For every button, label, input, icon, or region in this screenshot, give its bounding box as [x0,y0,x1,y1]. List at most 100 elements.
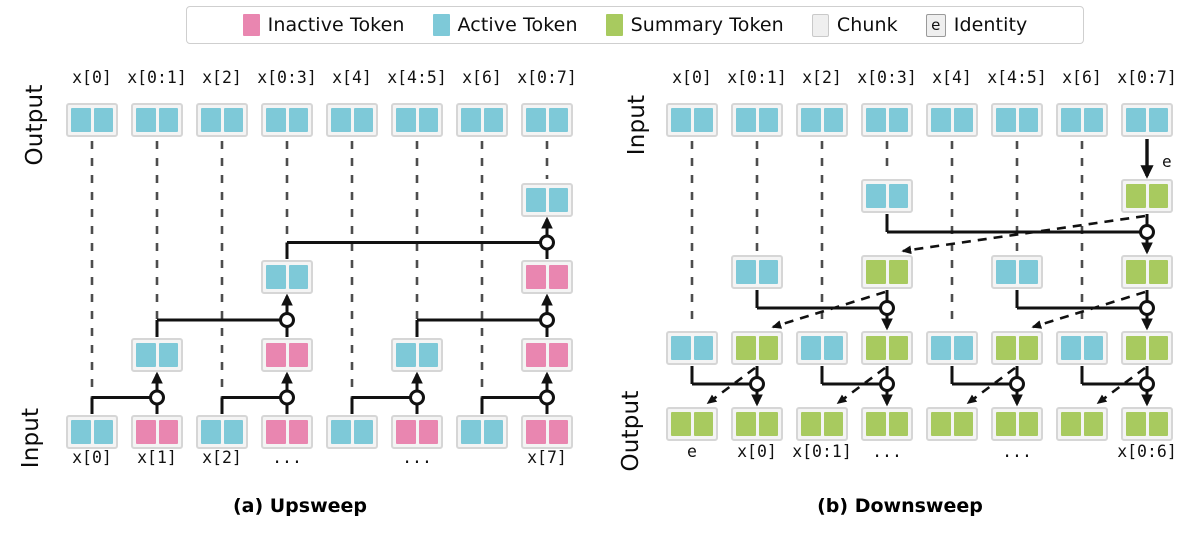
chunk-output-row-col0 [666,407,718,441]
legend-item-summary-token: Summary Token [592,14,798,36]
chunk-level-1-row-col3 [261,338,313,372]
chunk-input-row-col4 [926,103,978,137]
token-active [266,108,286,132]
chunk-output-row-col1 [731,407,783,441]
chunk-output-row-col3 [261,103,313,137]
token-active [1018,260,1038,284]
chunk-output-row-col3 [861,407,913,441]
token-summary [996,412,1016,436]
column-label-top-0: x[0] [672,68,712,87]
chunk-output-row-col1 [131,103,183,137]
token-active [288,265,308,289]
chunk-input-row-col0 [66,415,118,449]
panel-downsweep: x[0]x[0:1]x[2]x[0:3]x[4]x[4:5]x[6]x[0:7]… [600,0,1200,537]
chunk-level-1-row-col1 [731,331,783,365]
token-active [996,108,1016,132]
token-active [396,108,416,132]
db-copy-dashed-3 [706,366,756,405]
token-active [201,108,221,132]
legend-item-identity: e Identity [912,13,1042,37]
column-label-bottom-1: x[0] [737,442,777,461]
combine-node-1 [279,389,295,406]
db-copy-dashed-6 [1096,366,1146,405]
token-active [158,343,178,367]
chunk-input-row-col6 [456,415,508,449]
column-label-top-4: x[4] [932,68,972,87]
chunk-input-row-col1 [131,415,183,449]
token-active [888,184,908,208]
active-token-swatch-icon [432,14,450,36]
chunk-level-2-row-col7 [1121,255,1173,289]
token-active [1061,108,1081,132]
chunk-input-row-col2 [796,103,848,137]
token-active [953,108,973,132]
column-label-bottom-5: ... [1002,442,1032,461]
panel-upsweep: x[0]x[0:1]x[2]x[0:3]x[4]x[4:5]x[6]x[0:7]… [18,68,577,517]
chunk-level-1-row-col3 [861,331,913,365]
token-active [1018,108,1038,132]
chunk-input-row-col5 [991,103,1043,137]
token-active [288,108,308,132]
column-label-top-2: x[2] [202,68,242,87]
column-label-top-1: x[0:1] [127,68,187,87]
combine-node-2 [409,389,425,406]
token-summary [1126,184,1146,208]
chunk-level-1-row-col6 [1056,331,1108,365]
token-inactive [526,265,546,289]
legend-label: Identity [953,14,1028,36]
chunk-output-row-col6 [456,103,508,137]
column-label-bottom-2: x[0:1] [792,442,852,461]
token-active [953,336,973,360]
db-copy-dashed-1 [771,290,886,329]
db-node-3 [749,376,765,392]
downsweep-output-axis-label: Output [618,390,644,472]
upsweep-connections [90,141,555,414]
token-active [93,108,113,132]
token-active [1126,108,1146,132]
column-label-bottom-7: x[7] [527,448,567,467]
token-active [801,336,821,360]
column-label-bottom-1: x[1] [137,448,177,467]
column-label-bottom-3: ... [872,442,902,461]
token-active [736,260,756,284]
token-inactive [288,343,308,367]
chunk-level-1-row-col0 [666,331,718,365]
chunk-input-row-col5 [391,415,443,449]
chunk-level-1-row-col5 [991,331,1043,365]
token-active [866,108,886,132]
column-label-top-4: x[4] [332,68,372,87]
inactive-token-swatch-icon [242,14,260,36]
identity-e-icon: e [925,13,946,37]
downsweep-caption: (b) Downsweep [817,495,983,517]
chunk-level-1-row-col7 [521,338,573,372]
column-label-bottom-3: ... [272,448,302,467]
token-active [866,184,886,208]
token-active [353,420,373,444]
token-active [693,336,713,360]
token-summary [1126,336,1146,360]
legend-item-inactive-token: Inactive Token [229,14,419,36]
db-copy-dashed-2 [1031,290,1146,329]
token-summary [671,412,691,436]
token-active [136,343,156,367]
combine-node-3 [539,389,555,406]
token-active [136,108,156,132]
legend-label: Summary Token [630,14,784,36]
token-active [526,188,546,212]
token-inactive [418,420,438,444]
chunk-level-2-row-col5 [991,255,1043,289]
token-active [223,108,243,132]
chunk-output-row-col6 [1056,407,1108,441]
column-label-top-2: x[2] [802,68,842,87]
token-active [548,188,568,212]
column-label-top-5: x[4:5] [387,68,447,87]
token-summary [1148,260,1168,284]
chunk-output-row-col4 [326,103,378,137]
combine-node-4 [279,312,295,328]
token-active [693,108,713,132]
token-inactive [266,343,286,367]
chunk-level-2-row-col3 [261,260,313,294]
db-copy-dashed-0 [901,214,1146,255]
legend-label: Active Token [457,14,578,36]
token-summary [1061,412,1081,436]
